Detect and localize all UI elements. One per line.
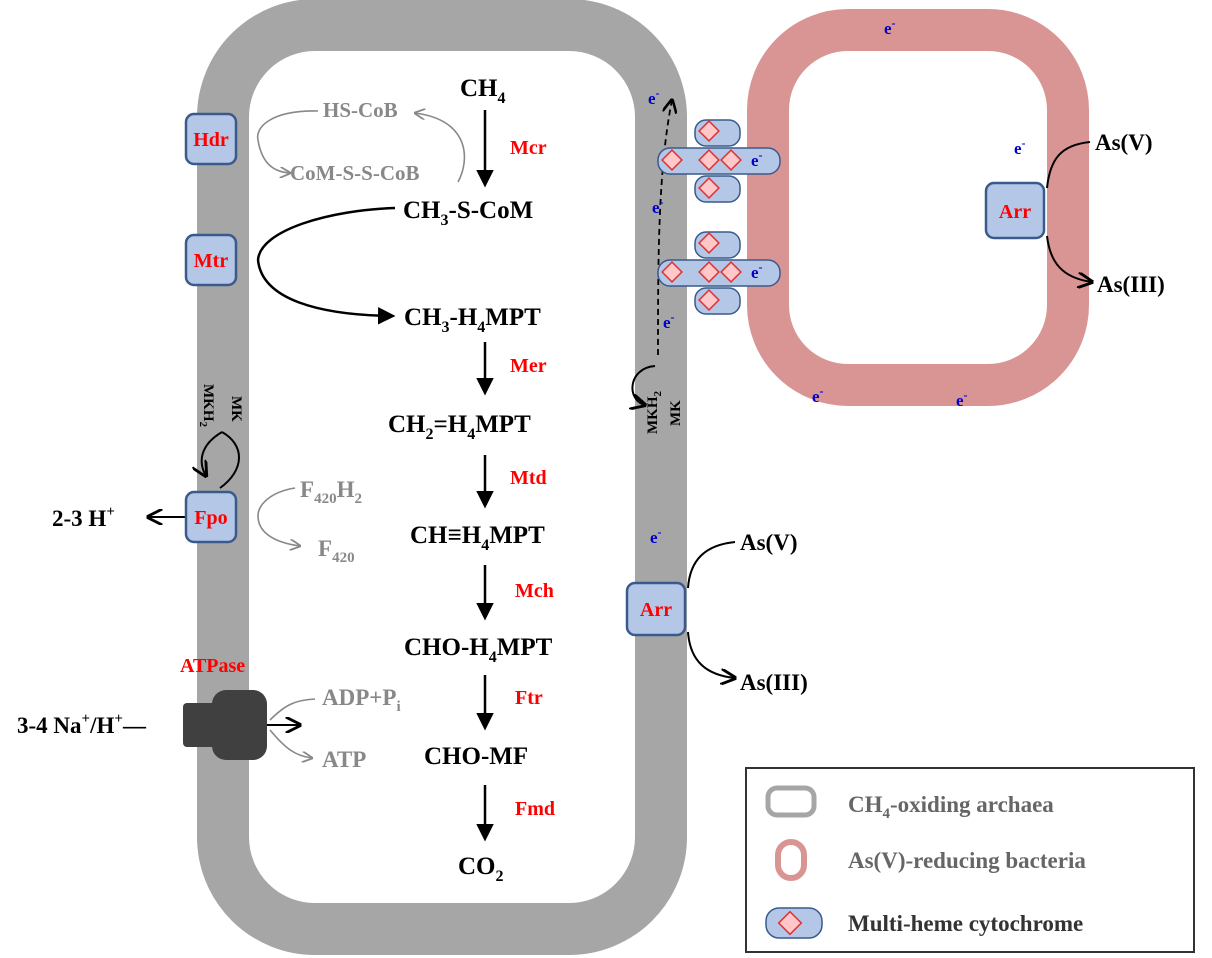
electron-label: e- <box>751 260 763 282</box>
enzyme-mtd: Mtd <box>510 467 547 489</box>
as5-curve-archaea <box>687 541 736 589</box>
legend-label-bacteria: As(V)-reducing bacteria <box>848 848 1086 873</box>
electron-label: e- <box>751 148 763 170</box>
mtr-label: Mtr <box>194 250 229 272</box>
enzyme-mch: Mch <box>515 580 554 602</box>
as5-curve-bacteria <box>1046 141 1091 189</box>
electron-label: e- <box>663 310 675 332</box>
electron-label: e- <box>884 16 896 38</box>
as5-label-bacteria: As(V) <box>1095 130 1153 155</box>
legend-swatch-archaea <box>765 785 817 818</box>
hdr-curve-bottom <box>257 139 290 173</box>
metabolite-ch-h4mpt: CH≡H4MPT <box>410 522 545 554</box>
fpo-label: Fpo <box>194 507 227 529</box>
metabolite-ch2-h4mpt: CH2=H4MPT <box>388 411 531 443</box>
enzyme-mcr: Mcr <box>510 137 547 159</box>
fpo-complex: Fpo <box>184 490 238 544</box>
cofactor-hs-cob: HS-CoB <box>323 98 398 122</box>
legend-swatch-bacteria <box>775 839 807 881</box>
arr-complex-archaea: Arr <box>625 581 687 637</box>
mtr-complex: Mtr <box>184 233 238 287</box>
as3-label-archaea: As(III) <box>740 670 808 695</box>
atp-curve <box>269 729 312 758</box>
hdr-label: Hdr <box>193 129 229 151</box>
as3-arrow-bacteria <box>1046 235 1092 282</box>
proton-out-label: 2-3 H+ <box>52 504 115 531</box>
electron-label: e- <box>652 195 664 217</box>
bacteria-membrane <box>747 9 1089 406</box>
metabolite-cho-mf: CHO-MF <box>424 743 528 770</box>
mtr-curve-top <box>256 206 396 261</box>
ion-in-label: 3-4 Na+/H+— <box>17 711 147 738</box>
legend-label-cytochrome: Multi-heme cytochrome <box>848 911 1083 936</box>
mtr-curve-bottom <box>256 259 396 325</box>
metabolite-ch3-h4mpt: CH3-H4MPT <box>404 304 541 336</box>
cofactor-f420h2: F420H2 <box>300 477 362 507</box>
cofactor-adp-pi: ADP+Pi <box>322 685 401 715</box>
archaea-membrane <box>197 0 687 955</box>
arr-complex-bacteria: Arr <box>984 181 1046 240</box>
cytochrome-cluster-top <box>657 119 781 203</box>
atpase-head <box>212 690 267 760</box>
cytochrome-cluster-bottom <box>657 231 781 315</box>
fpo-curve-top <box>257 487 296 517</box>
as3-label-bacteria: As(III) <box>1097 272 1165 297</box>
legend-label-archaea: CH4-oxiding archaea <box>848 792 1054 822</box>
metabolite-ch4: CH4 <box>460 75 506 107</box>
electron-dashed-path <box>657 100 672 356</box>
enzyme-ftr: Ftr <box>515 687 543 709</box>
cofactor-com-s-s-cob: CoM-S-S-CoB <box>290 161 420 185</box>
mcr-cofactor-curve <box>415 113 466 183</box>
mkh2-label-right: MKH2 <box>645 391 664 435</box>
heme-icon <box>777 910 803 936</box>
enzyme-mer: Mer <box>510 355 547 377</box>
metabolite-co2: CO2 <box>458 853 504 885</box>
enzyme-fmd: Fmd <box>515 798 555 820</box>
metabolite-ch3-s-com: CH3-S-CoM <box>403 197 533 229</box>
adp-curve <box>269 698 316 721</box>
mk-curve-left-arrow <box>202 431 223 476</box>
mk-curve-left <box>219 431 240 489</box>
as5-label-archaea: As(V) <box>740 530 798 555</box>
electron-label: e- <box>1014 136 1026 158</box>
mkh2-label-left: MKH2 <box>197 384 216 428</box>
as3-arrow-archaea <box>687 631 735 678</box>
cofactor-atp: ATP <box>322 747 366 772</box>
hdr-complex: Hdr <box>184 112 238 166</box>
electron-label: e- <box>648 86 660 108</box>
mk-curve-right <box>632 365 656 405</box>
arr-label-bacteria: Arr <box>999 201 1031 223</box>
electron-label: e- <box>650 525 662 547</box>
legend: CH4-oxiding archaea As(V)-reducing bacte… <box>745 767 1195 953</box>
fpo-curve-bottom <box>257 515 300 546</box>
arr-label-archaea: Arr <box>640 599 672 621</box>
cofactor-f420: F420 <box>318 536 355 566</box>
hdr-curve-top <box>256 110 319 141</box>
enzyme-atpase: ATPase <box>180 655 245 677</box>
metabolite-cho-h4mpt: CHO-H4MPT <box>404 634 553 666</box>
electron-label: e- <box>812 384 824 406</box>
mk-label-left: MK <box>228 396 244 422</box>
electron-label: e- <box>956 388 968 410</box>
mk-label-right: MK <box>668 400 684 426</box>
